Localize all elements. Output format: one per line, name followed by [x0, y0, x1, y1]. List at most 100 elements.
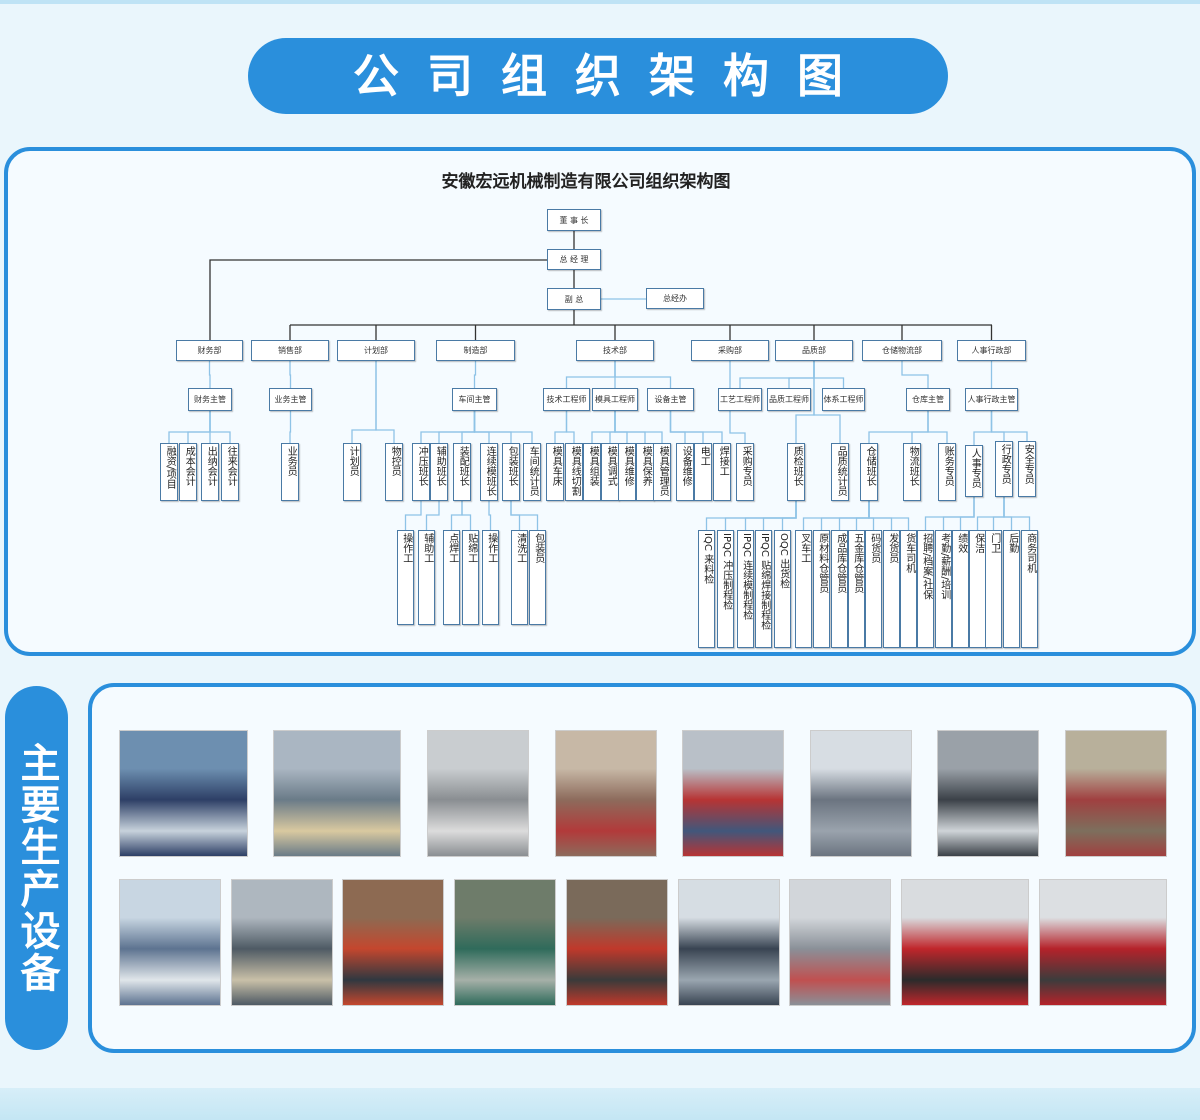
connector-line: [927, 411, 948, 443]
worker-box: IPQC 冲压制程检: [717, 530, 734, 648]
department-box: 销售部: [251, 340, 329, 361]
connector-line: [813, 361, 841, 443]
connector-line: [289, 411, 292, 443]
staff-box: 模具组装: [583, 443, 601, 501]
supervisor-box: 技术工程师: [543, 388, 590, 411]
staff-box: 装配班长: [453, 443, 471, 501]
worker-box: 操作工: [397, 530, 414, 625]
worker-box: 后勤: [1003, 530, 1020, 648]
connector-line: [425, 501, 440, 530]
connector-line: [959, 497, 975, 530]
worker-box: IQC 来料检: [698, 530, 715, 648]
page-title: 公司组织架构图: [248, 38, 948, 114]
worker-box: 门卫: [985, 530, 1002, 648]
equipment-photo: [342, 879, 444, 1006]
staff-box: 冲压班长: [412, 443, 430, 501]
supervisor-box: 人事行政主管: [965, 388, 1018, 411]
equipment-photo: [273, 730, 401, 857]
connector-line: [375, 361, 395, 443]
staff-box: 焊接工: [713, 443, 731, 501]
staff-box: 融资/项目: [160, 443, 178, 501]
connector-line: [669, 411, 686, 443]
connector-line: [942, 497, 975, 530]
staff-box: 人事专员: [965, 445, 983, 497]
connector-line: [924, 497, 975, 530]
worker-box: 清洗工: [511, 530, 528, 625]
worker-box: IPQC 连续模制程检: [737, 530, 754, 648]
department-box: 计划部: [337, 340, 415, 361]
department-box: 财务部: [176, 340, 243, 361]
equipment-section-label: 主要生产设备: [5, 686, 68, 1050]
worker-box: 叉车工: [795, 530, 812, 648]
staff-box: 行政专员: [995, 441, 1013, 497]
staff-box: 安全专员: [1018, 441, 1036, 497]
worker-box: IPQC 贴绵焊接制程检: [755, 530, 772, 648]
connector-line: [1003, 497, 1013, 530]
staff-box: 模具车床: [546, 443, 564, 501]
worker-box: 点焊工: [443, 530, 460, 625]
worker-box: 贴绵工: [462, 530, 479, 625]
connector-line: [473, 411, 490, 443]
connector-line: [473, 361, 477, 388]
connector-line: [976, 497, 1005, 530]
connector-line: [614, 361, 672, 388]
connector-line: [473, 411, 533, 443]
equipment-photo: [231, 879, 333, 1006]
connector-line: [990, 411, 1028, 441]
top-stripe: [0, 0, 1200, 4]
chairman-box: 董 事 长: [547, 209, 601, 231]
worker-box: 五金库仓管员: [848, 530, 865, 648]
connector-line: [838, 501, 870, 530]
staff-box: 物控员: [385, 443, 403, 501]
department-box: 人事行政部: [957, 340, 1026, 361]
worker-box: 辅助工: [418, 530, 435, 625]
connector-line: [911, 411, 929, 443]
equipment-photo: [678, 879, 780, 1006]
connector-line: [901, 361, 929, 388]
department-box: 仓储物流部: [862, 340, 942, 361]
connector-line: [669, 411, 704, 443]
equipment-photo: [454, 879, 556, 1006]
connector-line: [450, 501, 463, 530]
vice-president-box: 副 总: [547, 288, 601, 310]
department-box: 采购部: [691, 340, 769, 361]
connector-line: [591, 411, 616, 443]
connector-line: [813, 361, 845, 388]
staff-box: 出纳会计: [201, 443, 219, 501]
connector-line: [208, 361, 211, 388]
connector-line: [209, 411, 231, 443]
staff-box: 电工: [694, 443, 712, 501]
connector-line: [168, 411, 211, 443]
worker-box: 原材料仓管员: [813, 530, 830, 648]
equipment-photo: [682, 730, 784, 857]
supervisor-box: 设备主管: [647, 388, 694, 411]
connector-line: [868, 501, 893, 530]
connector-line: [289, 361, 292, 388]
equipment-photo: [427, 730, 529, 857]
worker-box: 绩效: [952, 530, 969, 648]
connector-line: [510, 501, 539, 530]
connector-line: [614, 411, 663, 443]
connector-line: [565, 411, 575, 443]
connector-line: [461, 411, 476, 443]
equipment-photo: [1039, 879, 1167, 1006]
connector-line: [820, 501, 870, 530]
staff-box: 业务员: [281, 443, 299, 501]
connector-line: [461, 501, 472, 530]
general-office-box: 总经办: [646, 288, 704, 309]
connector-line: [187, 411, 211, 443]
connector-line: [614, 411, 628, 443]
equipment-photo: [566, 879, 668, 1006]
supervisor-box: 财务主管: [188, 388, 232, 411]
connector-line: [554, 411, 568, 443]
connector-line: [404, 501, 422, 530]
worker-box: 商务司机: [1021, 530, 1038, 648]
connector-line: [669, 411, 723, 443]
equipment-photo: [119, 730, 248, 857]
staff-box: 采购专员: [736, 443, 754, 501]
worker-box: 操作工: [482, 530, 499, 625]
staff-box: 模具管理员: [653, 443, 671, 501]
staff-box: 质检班长: [787, 443, 805, 501]
equipment-photo: [1065, 730, 1167, 857]
connector-line: [209, 259, 547, 340]
